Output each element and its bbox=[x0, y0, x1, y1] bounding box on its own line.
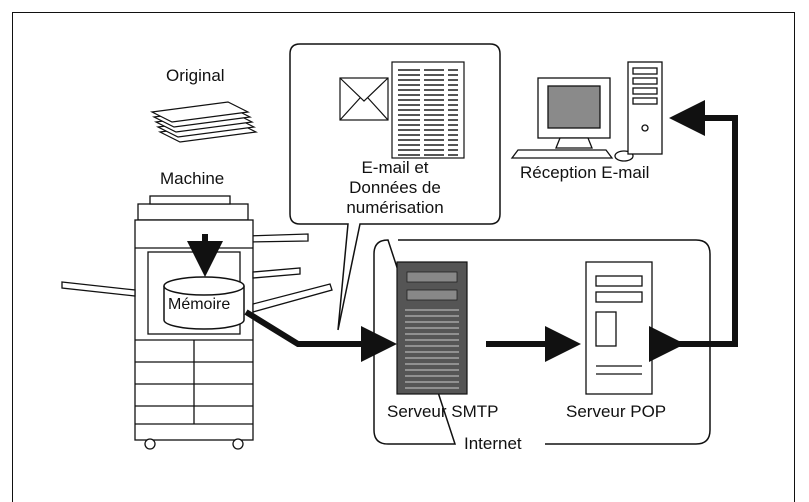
desktop-pc-icon bbox=[510, 61, 663, 162]
document-icon bbox=[391, 61, 465, 159]
callout-line-2: Données de bbox=[349, 178, 441, 197]
machine-label: Machine bbox=[160, 169, 225, 188]
smtp-server-label: Serveur SMTP bbox=[387, 402, 499, 421]
callout-text: E-mail et Données de numérisation bbox=[300, 158, 490, 218]
original-label: Original bbox=[166, 66, 225, 85]
pop-server-label: Serveur POP bbox=[566, 402, 667, 421]
memory-cylinder-icon bbox=[163, 276, 245, 330]
callout-line-1: E-mail et bbox=[361, 158, 429, 177]
email-receive-label: Réception E-mail bbox=[520, 163, 650, 182]
memory-to-smtp-arrow bbox=[244, 309, 397, 362]
paper-stack-icon bbox=[149, 101, 259, 143]
pop-to-pc-arrow bbox=[649, 100, 738, 362]
envelope-icon bbox=[339, 77, 389, 121]
memory-label: Mémoire bbox=[168, 296, 231, 313]
callout-line-3: numérisation bbox=[346, 198, 444, 217]
diagram-frame bbox=[12, 12, 795, 502]
internet-label: Internet bbox=[464, 434, 522, 453]
smtp-server-icon bbox=[396, 261, 468, 395]
diagram-canvas bbox=[61, 43, 738, 450]
pop-server-icon bbox=[585, 261, 653, 395]
